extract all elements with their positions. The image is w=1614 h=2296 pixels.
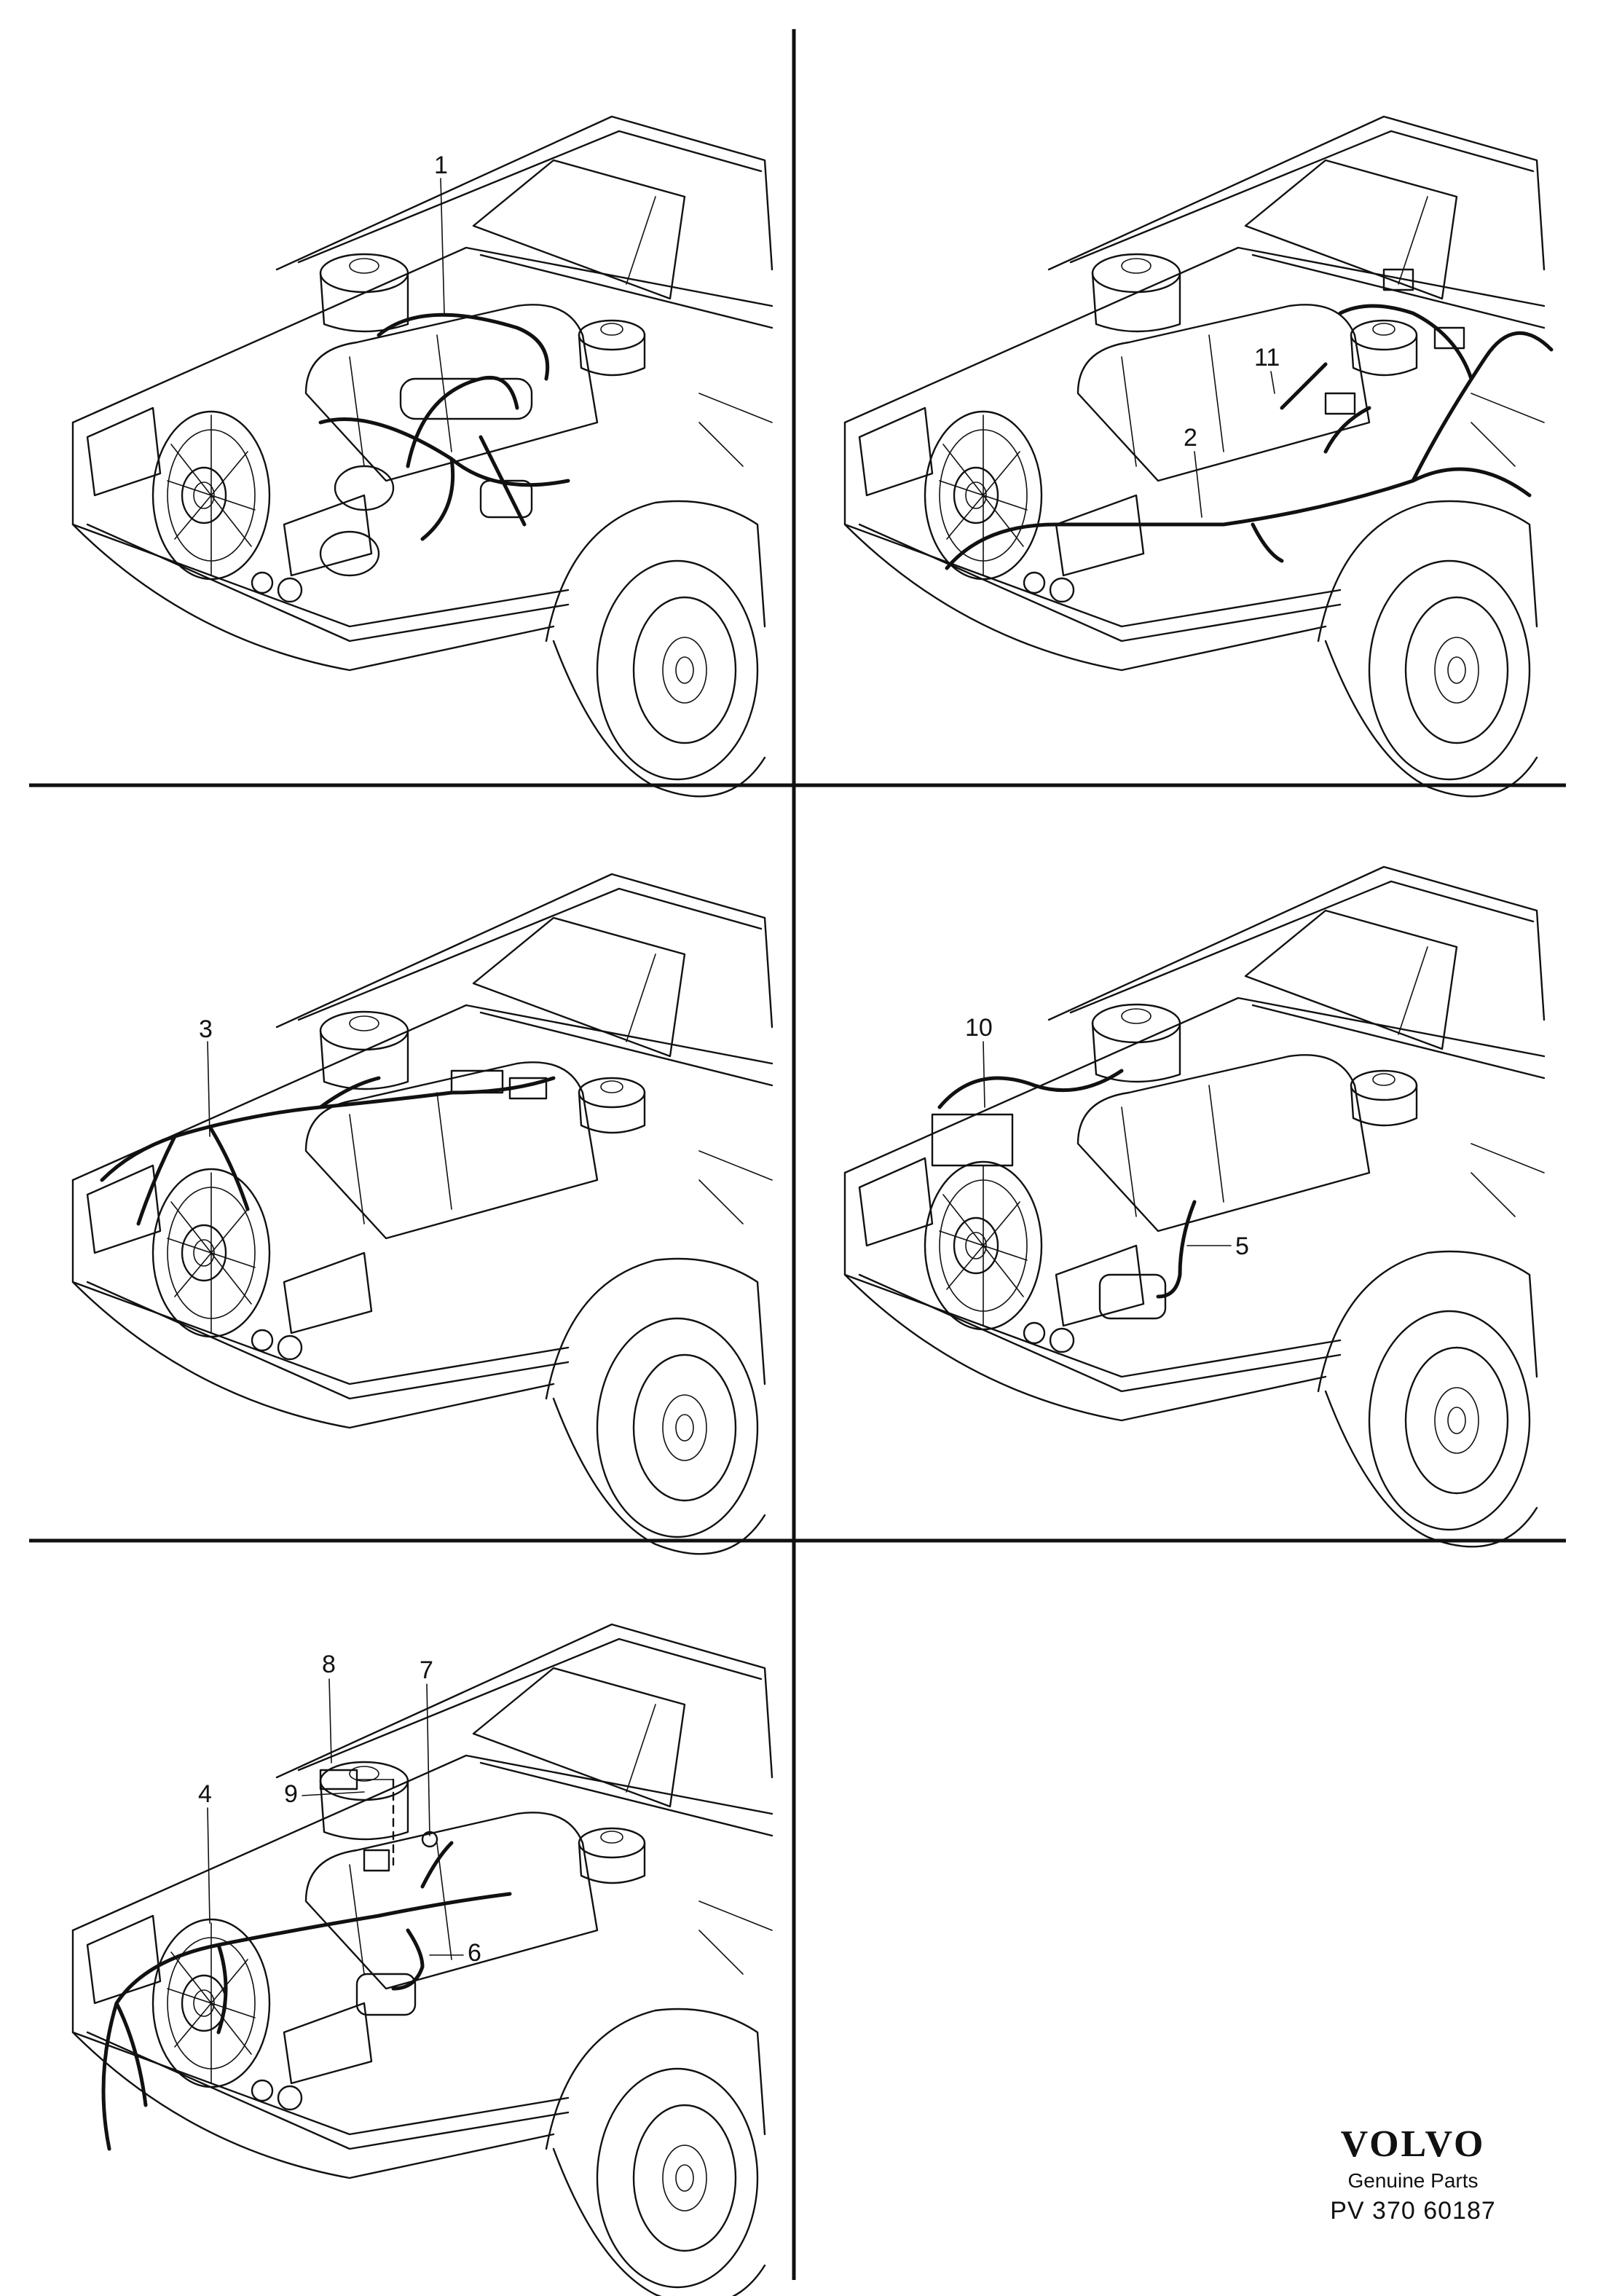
nut-icon (363, 1849, 390, 1872)
headlamp-wiring-harness (100, 1076, 556, 1226)
leader-line-11 (1270, 371, 1275, 394)
genuine-parts-label: Genuine Parts (1347, 2169, 1479, 2192)
callout-9: 9 (284, 1780, 298, 1808)
front-wiring-harness (945, 304, 1554, 570)
leader-line-8 (328, 1678, 332, 1764)
relay-icon (1433, 326, 1465, 350)
leader-line-1 (440, 178, 445, 314)
leader-line-2 (1194, 451, 1202, 518)
alternator-cable-6 (391, 1928, 425, 1991)
panel-engine-harness (71, 115, 773, 798)
coil-icon (319, 530, 380, 577)
panel-headlamp-harness (71, 873, 773, 1555)
volvo-logo: VOLVO (1340, 2123, 1486, 2165)
callout-4: 4 (198, 1780, 212, 1808)
panel-battery-starter-cables (843, 865, 1546, 1548)
bolt-icon (319, 1769, 358, 1790)
starter-icon (479, 479, 533, 519)
callout-3: 3 (199, 1015, 213, 1043)
callout-11: 11 (1254, 344, 1280, 371)
callout-6: 6 (468, 1939, 481, 1967)
alternator-wiring-harness-4 (101, 1841, 512, 2151)
starter-cable-5 (1156, 1200, 1197, 1299)
distributor-icon (334, 465, 395, 511)
callout-2: 2 (1184, 424, 1197, 452)
connector-icon (450, 1069, 504, 1094)
starter-motor-icon (1098, 1273, 1167, 1320)
callout-1: 1 (434, 152, 448, 179)
air-cleaner-icon (399, 377, 533, 420)
connector-icon (508, 1077, 548, 1100)
engine-wiring-harness (318, 312, 570, 541)
volvo-branding: VOLVO Genuine Parts PV 370 60187 (1311, 2126, 1515, 2225)
callout-7: 7 (420, 1656, 433, 1684)
battery-icon (931, 1113, 1014, 1167)
leader-line-3 (207, 1041, 210, 1137)
leader-line-10 (983, 1041, 985, 1108)
panel-front-harness (843, 115, 1554, 798)
leader-line-4 (207, 1807, 210, 1924)
callout-10: 10 (965, 1014, 993, 1042)
wiring-branch-11 (1280, 362, 1328, 410)
callout-8: 8 (322, 1651, 336, 1678)
alternator-icon (355, 1973, 417, 2016)
leader-line-7 (426, 1683, 430, 1836)
connector-icon (1324, 392, 1356, 415)
callout-5: 5 (1235, 1232, 1249, 1260)
diagram-code: PV 370 60187 (1330, 2197, 1496, 2225)
leader-line-9 (302, 1791, 365, 1796)
panel-alternator-harness (71, 1623, 773, 2296)
connector-icon (1382, 268, 1414, 291)
battery-cable-10 (937, 1069, 1124, 1109)
